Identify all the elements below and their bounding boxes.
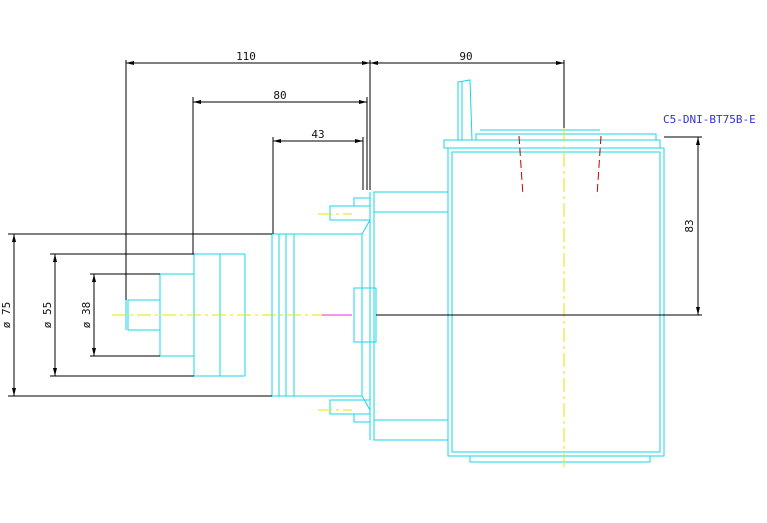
- top-cap: [475, 133, 657, 141]
- part-number-label: C5-DNI-BT75B-E: [663, 113, 756, 126]
- dim-dia38-label: ø 38: [80, 302, 93, 329]
- dim-90-label: 90: [459, 50, 472, 63]
- terminal-lever: [457, 79, 473, 141]
- part-outline: [125, 79, 665, 463]
- dim-110-label: 110: [236, 50, 256, 63]
- centerlines: [112, 128, 565, 470]
- lower-bolt-head: [329, 399, 371, 415]
- dim-83-label: 83: [683, 219, 696, 232]
- hidden-lines: [518, 135, 602, 197]
- upper-bolt-head: [329, 205, 371, 221]
- dimension-lines: [8, 60, 702, 397]
- dim-43-label: 43: [311, 128, 324, 141]
- dimension-arrows: [12, 61, 700, 396]
- dim-dia75-label: ø 75: [0, 302, 13, 329]
- dim-dia55-label: ø 55: [41, 302, 54, 329]
- dim-80-label: 80: [273, 89, 286, 102]
